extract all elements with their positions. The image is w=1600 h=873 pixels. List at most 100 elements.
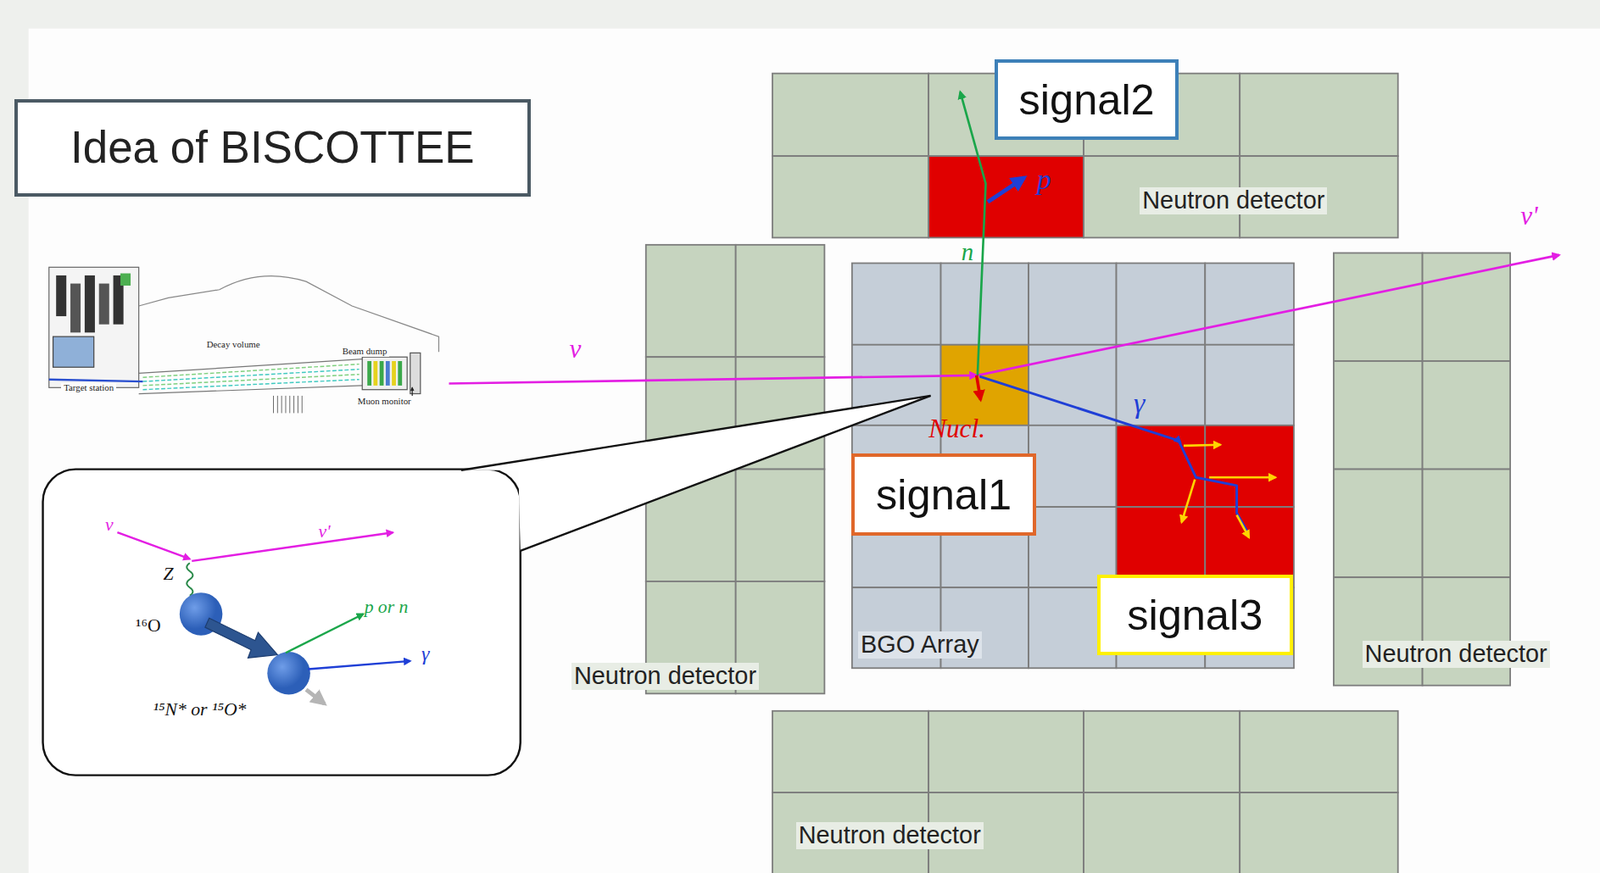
ground-hatch	[281, 395, 283, 413]
beam-dump-layer	[373, 361, 378, 386]
inset-neutrino	[191, 532, 393, 562]
symbol-label: ¹⁶O	[135, 616, 162, 637]
symbol-label: Z	[163, 564, 174, 586]
neutron-detector-cell	[928, 156, 1084, 238]
part-label: Neutron detector	[796, 822, 984, 850]
part-label: Neutron detector	[1139, 187, 1327, 215]
symbol-label: ν'	[1520, 201, 1539, 231]
neutron-detector-cell	[1422, 469, 1511, 579]
symbol-label: Beam dump	[340, 346, 391, 357]
ground-hatch	[289, 395, 290, 413]
neutron-detector-cell	[1333, 577, 1423, 686]
neutron-detector-cell	[772, 711, 929, 793]
signal-label: signal2	[1019, 76, 1155, 124]
inset-neutrino	[117, 532, 190, 559]
neutron-detector-cell	[735, 245, 826, 357]
target-station-part	[70, 284, 81, 334]
beam-dump	[362, 356, 407, 391]
symbol-label: Nucl.	[928, 414, 986, 444]
ground-hatch	[284, 395, 286, 413]
beam-dump-layer	[397, 361, 402, 386]
target-station	[49, 267, 140, 388]
z-boson	[186, 563, 193, 597]
target-station-part	[120, 273, 131, 286]
symbol-label: Muon monitor	[355, 396, 414, 407]
part-label: Neutron detector	[1362, 641, 1550, 669]
inset-frame	[43, 469, 521, 776]
target-station-part	[99, 284, 110, 325]
part-label: Neutron detector	[571, 663, 759, 691]
ground-profile	[139, 276, 440, 353]
bgo-crystal	[1204, 262, 1294, 345]
neutron-detector-cell	[1422, 361, 1511, 470]
neutron-detector-cell	[928, 711, 1084, 793]
ground-hatch	[301, 395, 303, 413]
proton-track	[987, 177, 1025, 202]
neutron-detector-cell	[1083, 792, 1240, 873]
symbol-label: ν'	[317, 522, 330, 543]
beam-dump-layer	[391, 361, 396, 386]
bgo-crystal	[1204, 345, 1294, 426]
bgo-crystal	[941, 262, 1029, 345]
part-label: BGO Array	[858, 631, 982, 659]
ground-hatch	[277, 395, 279, 413]
neutron-detector-cell	[1239, 73, 1399, 157]
symbol-label: ¹⁵N* or ¹⁵O*	[153, 700, 247, 721]
neutron-detector-cell	[1333, 252, 1423, 362]
target-station-part	[84, 275, 95, 333]
neutron-detector-cell	[1333, 469, 1423, 579]
bgo-crystal	[1028, 262, 1116, 345]
electron-track	[1183, 445, 1221, 446]
electron-track	[1209, 476, 1276, 480]
decay-pipe-line	[142, 374, 359, 386]
proton-beam	[49, 379, 144, 382]
neutron-detector-cell	[772, 73, 929, 157]
beam-dump-layer	[367, 361, 372, 386]
symbol-label: Target station	[61, 383, 117, 394]
symbol-label: γ	[421, 642, 430, 665]
title-box: Idea of BISCOTTEE	[14, 99, 531, 196]
signal-label: signal1	[875, 471, 1012, 519]
scattered-neutrino	[977, 255, 1560, 376]
decay-pipe-line	[142, 379, 359, 391]
symbol-label: n	[961, 239, 974, 267]
beam-dump-layer	[379, 361, 385, 386]
signal-box: signal3	[1097, 574, 1294, 656]
muon-monitor	[410, 352, 421, 394]
neutrino-beam	[449, 375, 977, 385]
target-station-part	[53, 336, 95, 368]
symbol-label: ν	[569, 334, 582, 364]
transition-arrow	[205, 618, 278, 658]
symbol-label: ν	[105, 515, 114, 536]
title: Idea of BISCOTTEE	[70, 122, 475, 173]
ground-hatch	[297, 395, 299, 413]
leader-line	[412, 387, 413, 396]
inset-recoil	[306, 690, 325, 705]
neutron-detector-cell	[1239, 792, 1399, 873]
signal-box: signal2	[994, 59, 1179, 140]
target-station-part	[55, 275, 67, 317]
neutron-detector-cell	[1422, 252, 1511, 362]
beam-dump-layer	[385, 361, 391, 386]
panel	[28, 28, 1600, 873]
residual-nucleus	[267, 652, 311, 696]
neutron-detector-cell	[646, 245, 736, 357]
bgo-crystal	[1116, 345, 1206, 426]
ground-hatch	[293, 395, 295, 413]
gamma-track	[1178, 440, 1181, 443]
electron-track	[1181, 479, 1196, 524]
bgo-crystal	[941, 345, 1029, 426]
electron-track	[1237, 515, 1249, 538]
symbol-label: γ	[1133, 387, 1145, 419]
drawing	[28, 28, 1600, 873]
symbol-label: p or n	[364, 597, 409, 619]
bgo-crystal	[1116, 262, 1206, 345]
decay-pipe-line	[142, 369, 359, 382]
symbol-label: p	[1036, 163, 1052, 196]
bgo-crystal	[852, 262, 942, 345]
inset-nucleon	[285, 613, 363, 653]
neutron-track	[959, 91, 986, 376]
neutron-detector-cell	[735, 469, 826, 582]
neutron-detector-cell	[1239, 711, 1399, 793]
